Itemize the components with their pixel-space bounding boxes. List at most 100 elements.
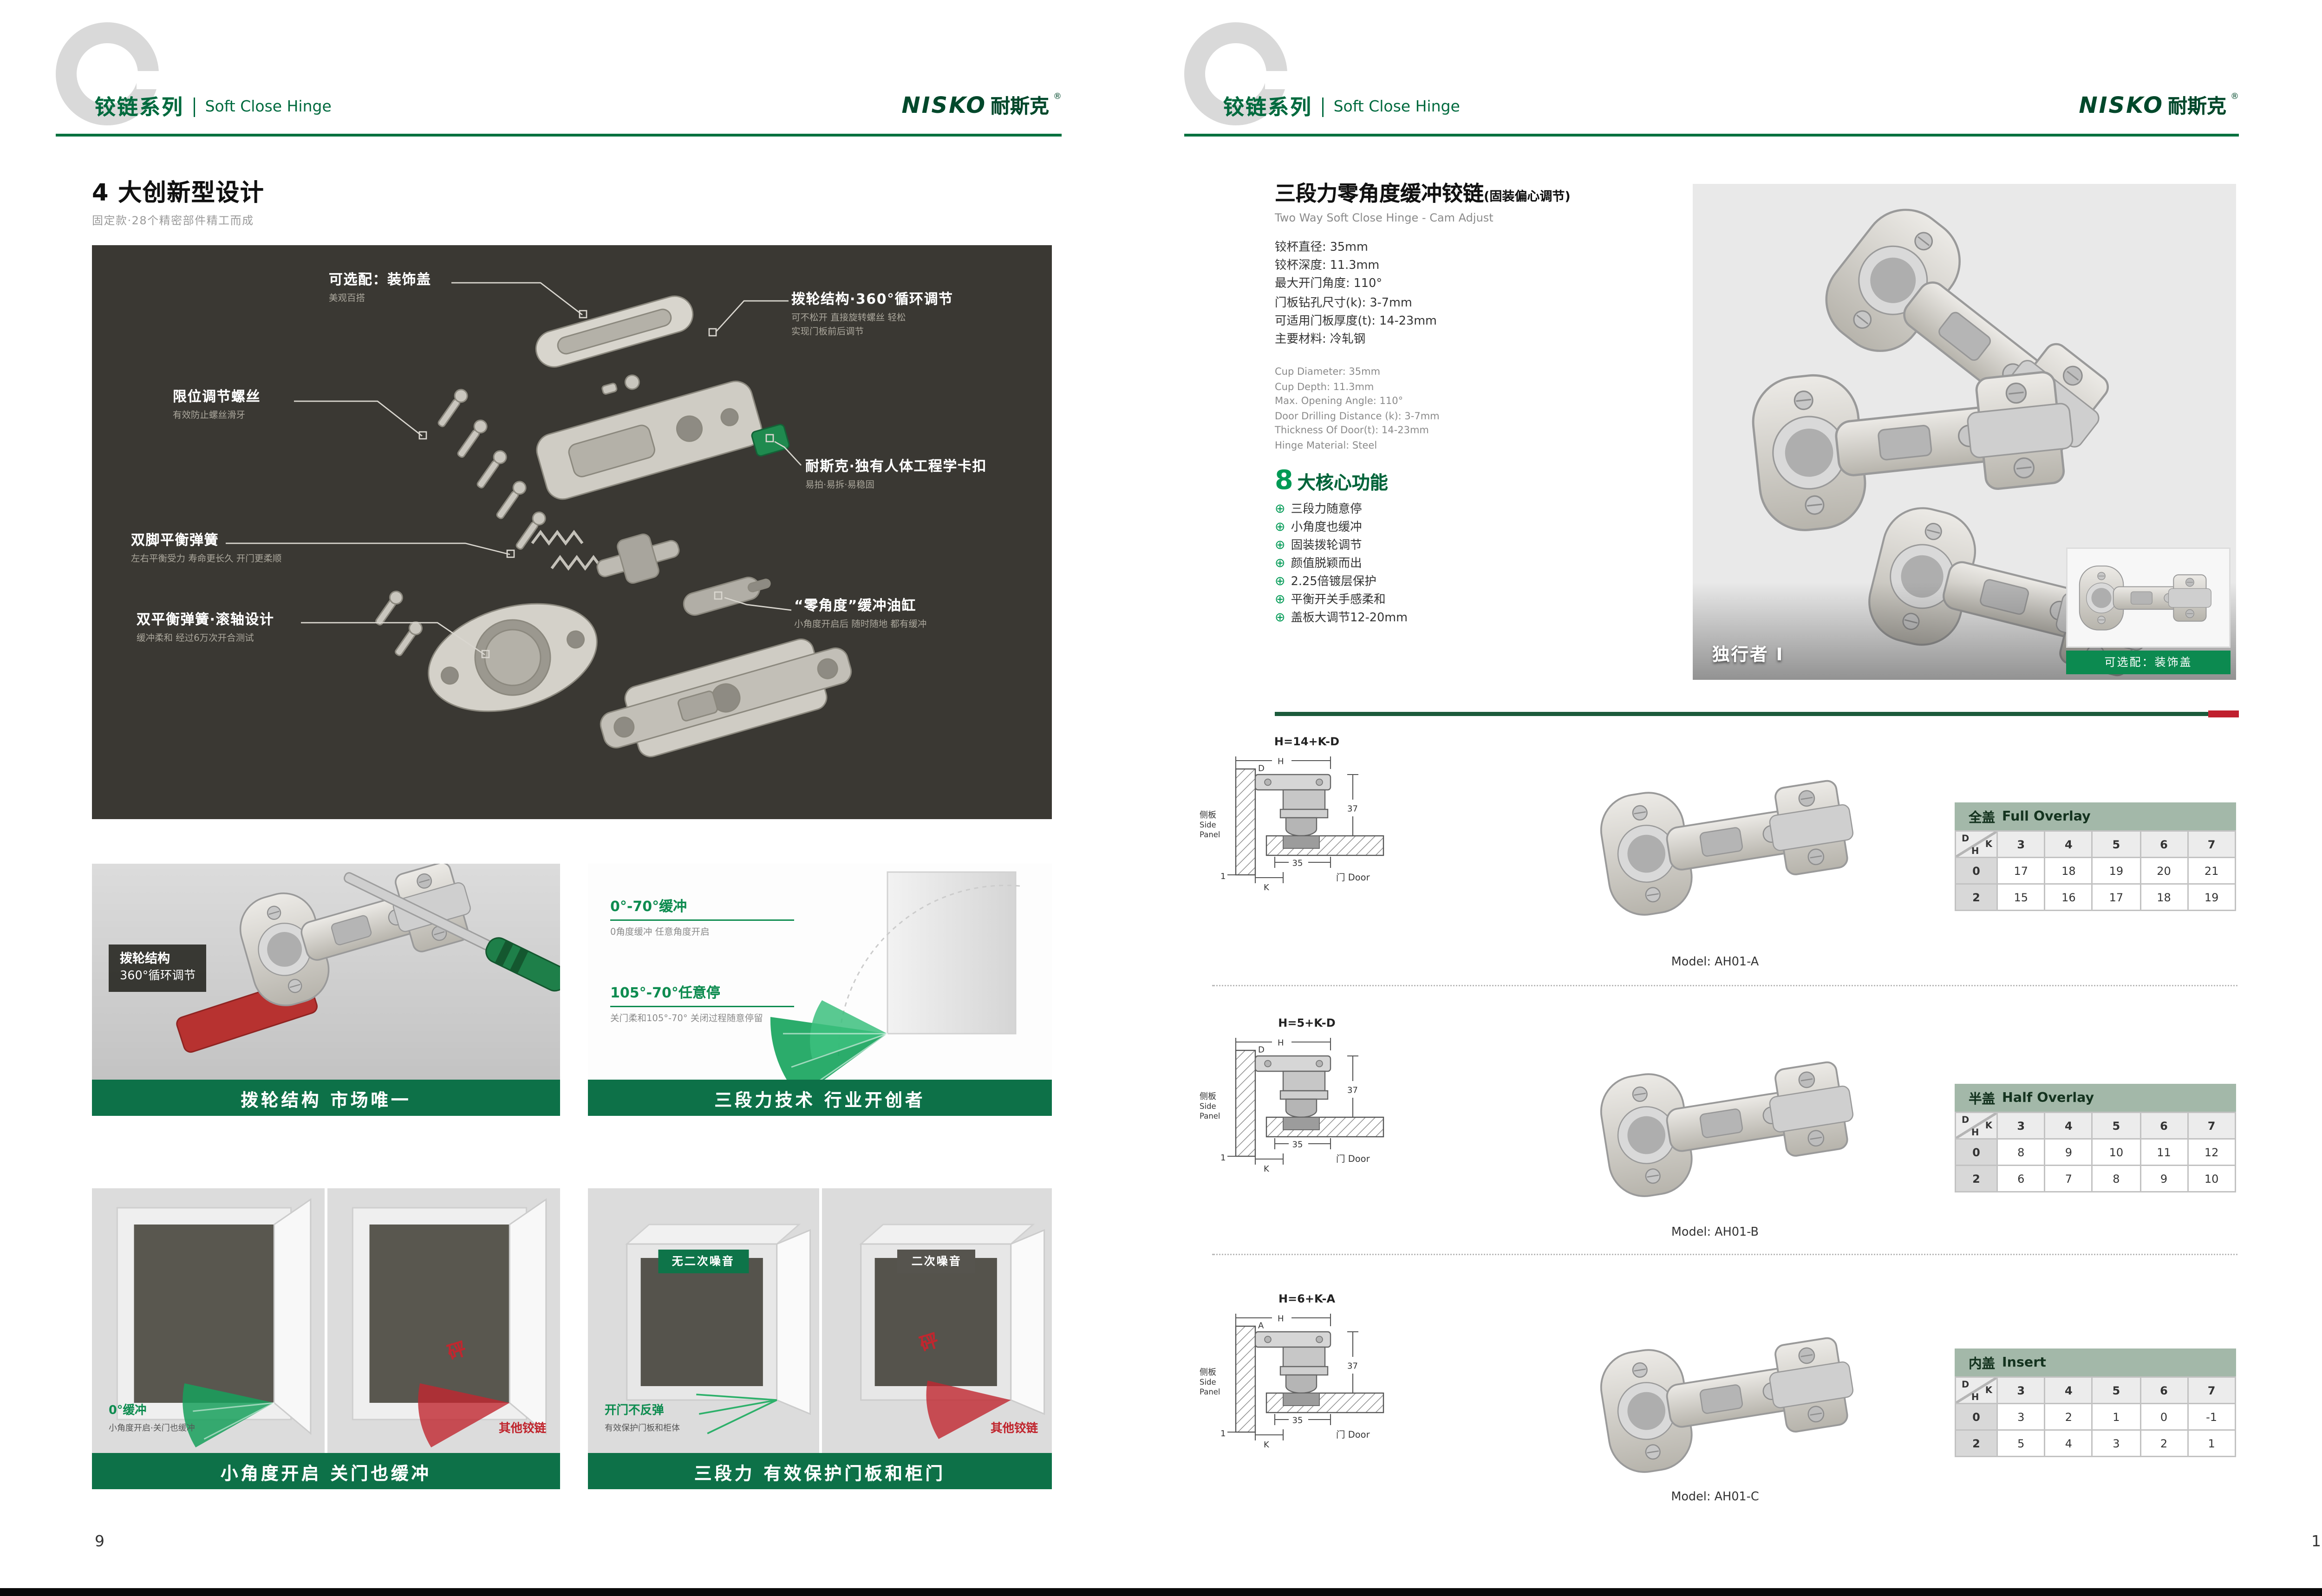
model-number: Model: AH01-C	[1671, 1491, 1759, 1505]
callout-twin-springs: 双脚平衡弹簧 左右平衡受力 寿命更长久 开门更柔顺	[131, 528, 281, 566]
cabinet-illustration	[625, 1224, 811, 1434]
dim-37: 37	[1347, 1086, 1358, 1095]
table-cell: 0	[2139, 1403, 2189, 1431]
dial-tag: 拨轮结构 360°循环调节	[109, 945, 207, 993]
function-text: 平衡开关手感柔和	[1291, 593, 1386, 607]
swing-label-text: 0°-70°缓冲	[610, 900, 687, 915]
k-header-cell: 3	[1996, 1112, 2046, 1140]
plus-circle-icon: ⊕	[1275, 503, 1285, 517]
brand-logo-cn: 耐斯克	[991, 96, 1049, 118]
core-functions-number: 8	[1275, 465, 1293, 496]
screwdriver-icon	[344, 872, 560, 992]
dim-k: K	[1264, 1164, 1270, 1174]
product-title-note: (固装偏心调节)	[1484, 191, 1571, 205]
dim-h: H	[1278, 757, 1284, 767]
pane-label-green: 0°缓冲 小角度开启·关门也缓冲	[109, 1401, 195, 1433]
overlay-table-full: 全盖 Full Overlay D H K 3 4 5 6 7	[1955, 802, 2237, 911]
table-title-cn: 内盖	[1969, 1357, 1996, 1372]
swing-label-1: 0°-70°缓冲 0角度缓冲 任意角度开启	[610, 894, 794, 939]
table-title-en: Insert	[2002, 1355, 2046, 1370]
corner-diagonal	[1956, 1113, 1996, 1138]
series-title-en: Soft Close Hinge	[1333, 98, 1460, 116]
series-separator	[1322, 97, 1324, 117]
dim-37: 37	[1347, 804, 1358, 814]
dim-35: 35	[1292, 1140, 1303, 1150]
dotted-separator	[1212, 1254, 2237, 1255]
callout-title: 双脚平衡弹簧	[131, 534, 219, 549]
table-cell: 2	[2139, 1429, 2189, 1457]
callout-sub: 可不松开 直接旋转螺丝 轻松	[791, 312, 906, 323]
table-cell: 21	[2187, 857, 2237, 885]
feature-card-image: 无二次噪音 开门不反弹 有效保护门板和柜体 二次噪音 砰	[588, 1188, 1052, 1453]
callout-zero-angle-damper: “零角度”缓冲油缸 小角度开启后 随时随地 都有缓冲	[794, 593, 1031, 632]
pane-label-sub: 有效保护门板和柜体	[605, 1424, 680, 1433]
hero-option-badge: 可选配：装饰盖	[2066, 651, 2231, 674]
table-title-cn: 半盖	[1969, 1092, 1996, 1107]
model-section-ah01a: H=14+K-D H D 37	[1188, 736, 2239, 979]
table-cell: 8	[1996, 1138, 2046, 1166]
spec-line-en: Cup Diameter: 35mm	[1275, 366, 1381, 378]
table-cell: 19	[2092, 857, 2141, 885]
brand-logo: NISKO 耐斯克 ®	[2079, 92, 2239, 120]
table-cell: 10	[2187, 1165, 2237, 1192]
door-label: 门 Door	[1336, 1153, 1370, 1164]
exploded-hinge-illustration	[226, 282, 852, 757]
function-text: 2.25倍镀层保护	[1291, 575, 1376, 589]
table-cell: 12	[2187, 1138, 2237, 1166]
dim-1: 1	[1220, 872, 1226, 881]
table-cell: 9	[2139, 1165, 2189, 1192]
table-corner-cell: D H K	[1955, 1376, 1998, 1404]
plus-circle-icon: ⊕	[1275, 612, 1285, 625]
spec-line-en: Door Drilling Distance (k): 3-7mm	[1275, 410, 1440, 422]
callout-sub: 有效防止螺丝滑牙	[173, 410, 245, 421]
row-label-cell: 0	[1955, 1138, 1998, 1166]
left-section-title: 4 大创新型设计 固定款·28个精密部件精工而成	[92, 173, 264, 228]
spec-line: 铰杯深度: 11.3mm	[1275, 259, 1380, 274]
pane-label-text: 0°缓冲	[109, 1404, 147, 1418]
brand-logo-en: NISKO	[901, 92, 986, 118]
mounting-diagram: H A 37 35 K 1	[1220, 1314, 1384, 1450]
height-formula: H=6+K-A	[1278, 1293, 1336, 1305]
row-label-cell: 0	[1955, 1403, 1998, 1431]
series-title-cn: 铰链系列	[1223, 95, 1313, 120]
spec-line: 门板钻孔尺寸(k): 3-7mm	[1275, 296, 1412, 310]
feature-caption: 拨轮结构 市场唯一	[92, 1080, 560, 1116]
function-item: ⊕固装拨轮调节	[1275, 538, 1408, 556]
left-page-header: 铰链系列 Soft Close Hinge NISKO 耐斯克 ®	[56, 22, 1062, 137]
table-corner-cell: D H K	[1955, 1112, 1998, 1140]
callout-connector-lines	[226, 282, 802, 658]
feature-card-dial: 拨轮结构 360°循环调节 拨轮结构 市场唯一	[92, 864, 560, 1116]
height-formula: H=14+K-D	[1274, 736, 1340, 748]
callout-sub: 缓冲柔和 经过6万次开合测试	[137, 632, 254, 644]
product-title: 三段力零角度缓冲铰链(固装偏心调节)	[1275, 178, 1571, 208]
side-panel-en: Side Panel	[1200, 821, 1220, 840]
table-cell: 17	[2092, 883, 2141, 911]
k-header-cell: 3	[1996, 830, 2046, 858]
callout-sub: 左右平衡受力 寿命更长久 开门更柔顺	[131, 553, 282, 564]
side-panel-en: Side Panel	[1200, 1379, 1220, 1397]
callout-sub: 实现门板前后调节	[791, 326, 864, 338]
table-cell: 6	[1996, 1165, 2046, 1192]
core-functions-list: ⊕三段力随意停 ⊕小角度也缓冲 ⊕固装拨轮调节 ⊕颜值脱颖而出 ⊕2.25倍镀层…	[1275, 502, 1408, 628]
k-header-cell: 7	[2187, 830, 2237, 858]
row-label-cell: 0	[1955, 857, 1998, 885]
divider-red-tip	[2208, 710, 2239, 717]
k-header-cell: 7	[2187, 1112, 2237, 1140]
hero-inset-thumbnail	[2066, 547, 2231, 648]
spec-line: 最大开门角度: 110°	[1275, 278, 1383, 292]
function-item: ⊕颜值脱颖而出	[1275, 556, 1408, 574]
brand-logo-en: NISKO	[2079, 92, 2164, 118]
product-title-en: Two Way Soft Close Hinge - Cam Adjust	[1275, 212, 1494, 224]
series-title: 铰链系列 Soft Close Hinge	[95, 92, 332, 121]
side-panel-label: 侧板 Side Panel	[1200, 1368, 1233, 1399]
function-item: ⊕小角度也缓冲	[1275, 520, 1408, 538]
door-label: 门 Door	[1336, 1429, 1370, 1440]
spec-line: 铰杯直径: 35mm	[1275, 241, 1368, 255]
callout-title: “零角度”缓冲油缸	[794, 599, 916, 614]
callout-title: 耐斯克·独有人体工程学卡扣	[805, 460, 987, 475]
door-swing-illustration	[770, 871, 1020, 1080]
dim-d: D	[1258, 764, 1265, 774]
table-title: 内盖 Insert	[1955, 1348, 2236, 1376]
series-title: 铰链系列 Soft Close Hinge	[1223, 92, 1460, 121]
plus-circle-icon: ⊕	[1275, 521, 1285, 535]
